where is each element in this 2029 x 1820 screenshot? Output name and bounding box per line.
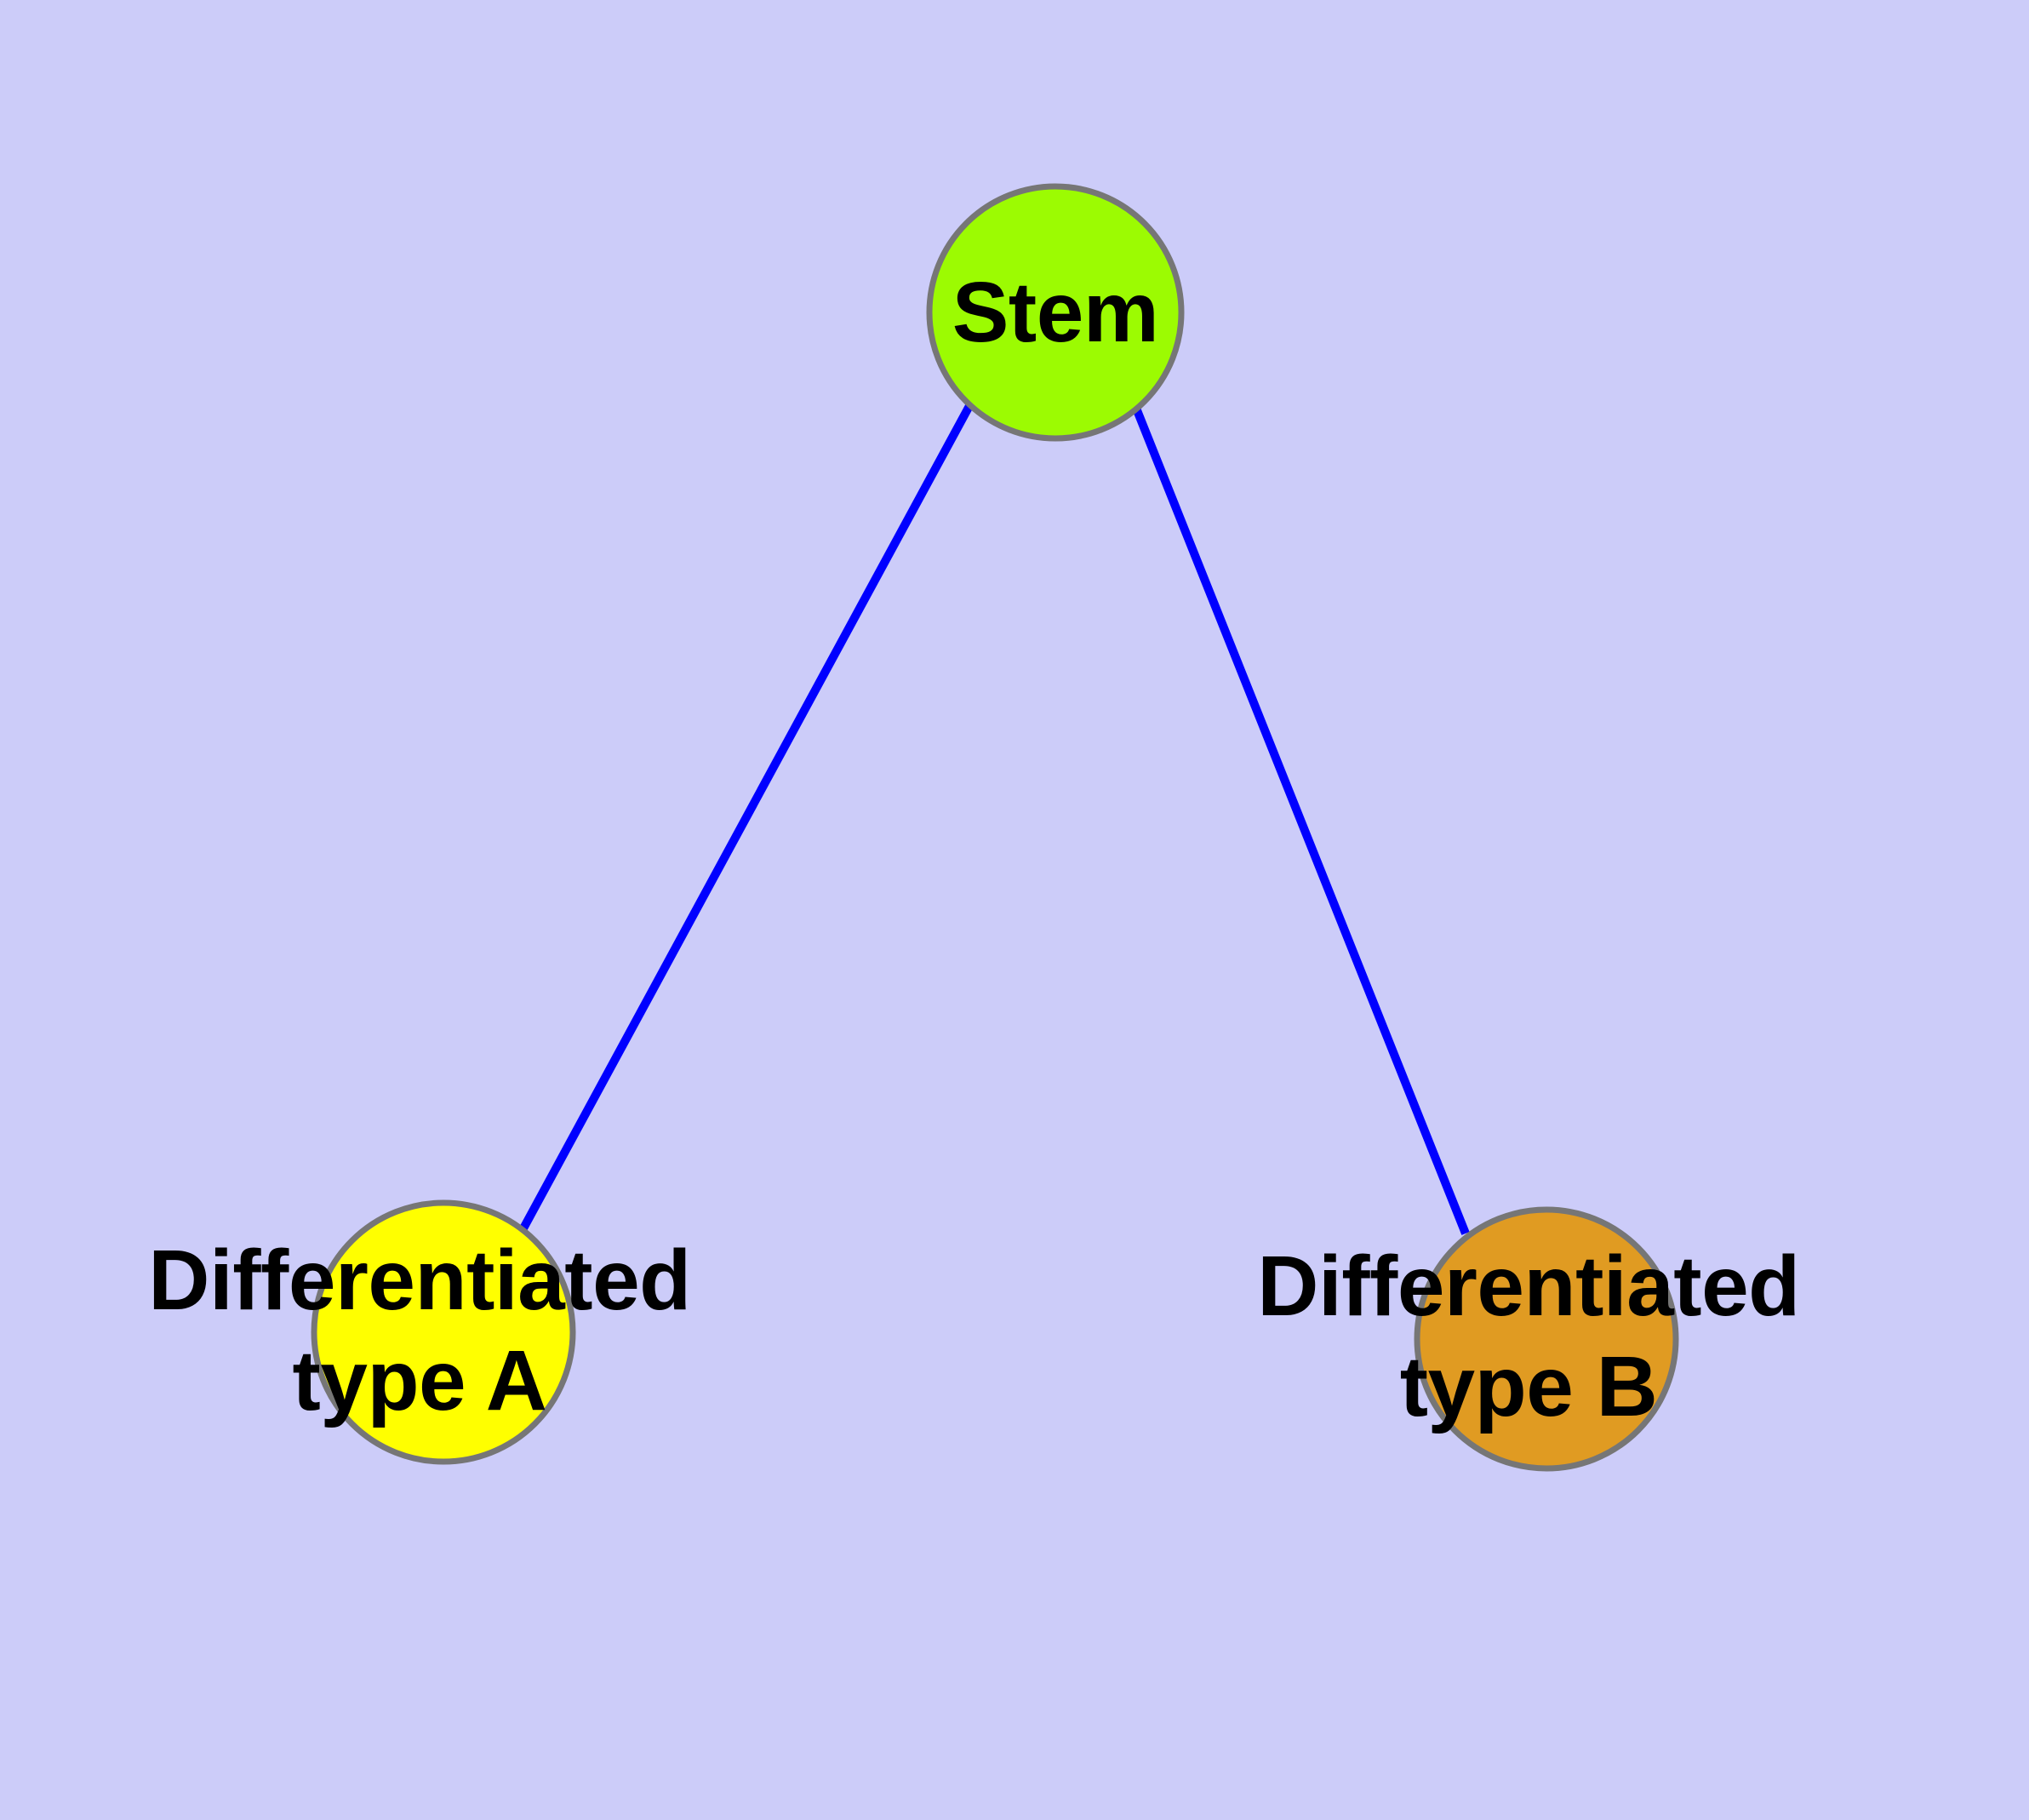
node-differentiated-type-a[interactable] xyxy=(311,1199,576,1465)
node-stem[interactable] xyxy=(926,183,1185,442)
edge-layer xyxy=(519,396,1470,1235)
node-differentiated-type-b[interactable] xyxy=(1414,1206,1679,1472)
edge-stem-to-differentiated-type-b[interactable] xyxy=(1128,396,1470,1235)
edge-stem-to-differentiated-type-a[interactable] xyxy=(519,402,974,1231)
node-layer xyxy=(311,183,1679,1472)
